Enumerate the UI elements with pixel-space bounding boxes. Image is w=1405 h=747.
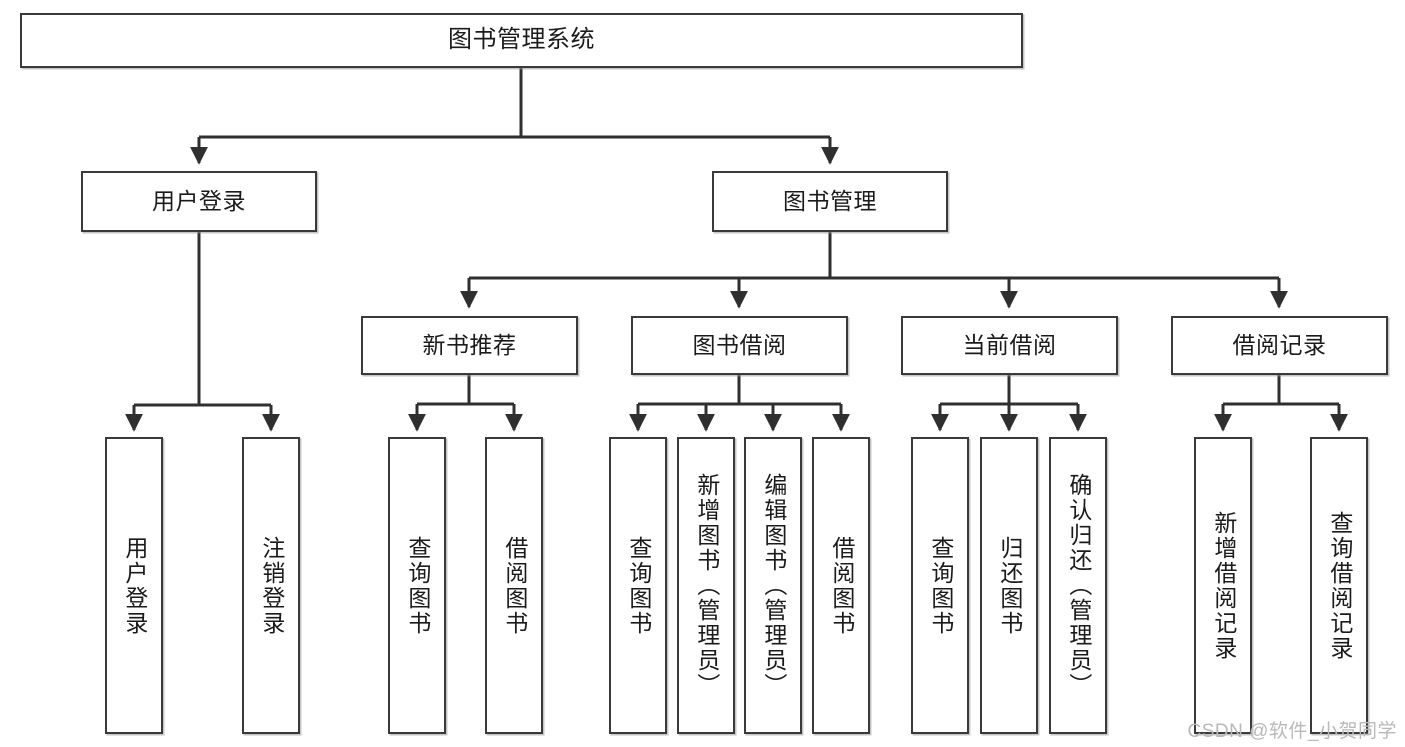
node-leaf-query-book-3[interactable]: 查询图书	[911, 437, 969, 734]
node-leaf-add-record[interactable]: 新增借阅记录	[1194, 437, 1252, 734]
node-leaf-edit-book[interactable]: 编辑图书（管理员）	[744, 437, 802, 734]
node-label: 图书管理系统	[448, 26, 595, 54]
node-leaf-confirm-return[interactable]: 确认归还（管理员）	[1049, 437, 1107, 734]
node-root-system[interactable]: 图书管理系统	[20, 13, 1023, 68]
node-leaf-query-record[interactable]: 查询借阅记录	[1310, 437, 1368, 734]
node-label: 用户登录	[152, 187, 246, 214]
node-label: 借阅图书	[828, 535, 855, 636]
node-label: 借阅图书	[501, 535, 528, 636]
node-label: 查询图书	[625, 535, 652, 636]
node-label: 当前借阅	[962, 331, 1057, 358]
node-label: 确认归还（管理员）	[1065, 473, 1092, 698]
node-leaf-return-book[interactable]: 归还图书	[980, 437, 1038, 734]
node-label: 注销登录	[258, 535, 285, 636]
node-current-borrow[interactable]: 当前借阅	[901, 316, 1118, 375]
node-leaf-user-login[interactable]: 用户登录	[105, 437, 163, 734]
node-leaf-logout-login[interactable]: 注销登录	[242, 437, 300, 734]
node-book-borrow[interactable]: 图书借阅	[631, 316, 848, 375]
node-book-manage[interactable]: 图书管理	[712, 171, 948, 232]
node-label: 图书管理	[783, 187, 877, 214]
node-leaf-borrow-book-2[interactable]: 借阅图书	[812, 437, 870, 734]
node-leaf-borrow-book-1[interactable]: 借阅图书	[485, 437, 543, 734]
node-label: 借阅记录	[1232, 331, 1327, 358]
node-label: 查询图书	[404, 535, 431, 636]
node-borrow-record[interactable]: 借阅记录	[1171, 316, 1388, 375]
node-leaf-query-book-2[interactable]: 查询图书	[609, 437, 667, 734]
node-label: 归还图书	[996, 535, 1023, 636]
node-leaf-add-book[interactable]: 新增图书（管理员）	[677, 437, 735, 734]
node-leaf-query-book-1[interactable]: 查询图书	[388, 437, 446, 734]
node-label: 新增图书（管理员）	[693, 473, 720, 698]
node-label: 新增借阅记录	[1210, 510, 1237, 661]
node-label: 查询图书	[927, 535, 954, 636]
node-label: 查询借阅记录	[1326, 510, 1353, 661]
node-label: 编辑图书（管理员）	[760, 473, 787, 698]
node-new-book-recommend[interactable]: 新书推荐	[361, 316, 578, 375]
csdn-watermark: CSDN @软件_小贺同学	[1187, 721, 1397, 742]
node-label: 用户登录	[121, 535, 148, 636]
node-label: 新书推荐	[422, 331, 517, 358]
node-label: 图书借阅	[692, 331, 787, 358]
node-user-login[interactable]: 用户登录	[81, 171, 317, 232]
